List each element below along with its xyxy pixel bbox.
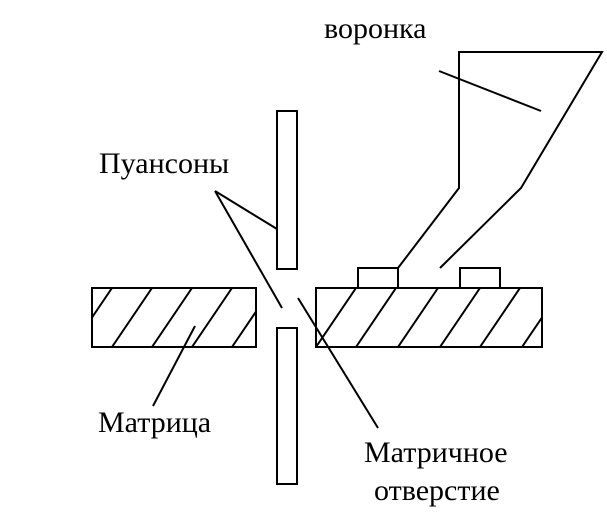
punches-leader-line-upper — [214, 190, 278, 230]
label-die-opening-line2: отверстие — [374, 474, 500, 507]
label-die: Матрица — [98, 406, 211, 439]
punches-leader-line-lower — [214, 190, 283, 309]
upper-punch — [276, 110, 298, 270]
lower-punch — [276, 327, 298, 485]
label-die-opening-line1: Матричное — [364, 436, 508, 469]
die-opening-leader-line — [297, 297, 379, 429]
label-hopper: воронка — [324, 12, 426, 45]
label-punches: Пуансоны — [99, 147, 229, 180]
die-right-block — [315, 287, 543, 348]
die-leader-line — [152, 325, 196, 407]
pad-right — [459, 267, 501, 289]
hopper-outline — [397, 51, 604, 269]
die-left-block — [91, 287, 257, 348]
pad-left — [357, 267, 399, 289]
hopper-leader-line — [438, 70, 542, 112]
